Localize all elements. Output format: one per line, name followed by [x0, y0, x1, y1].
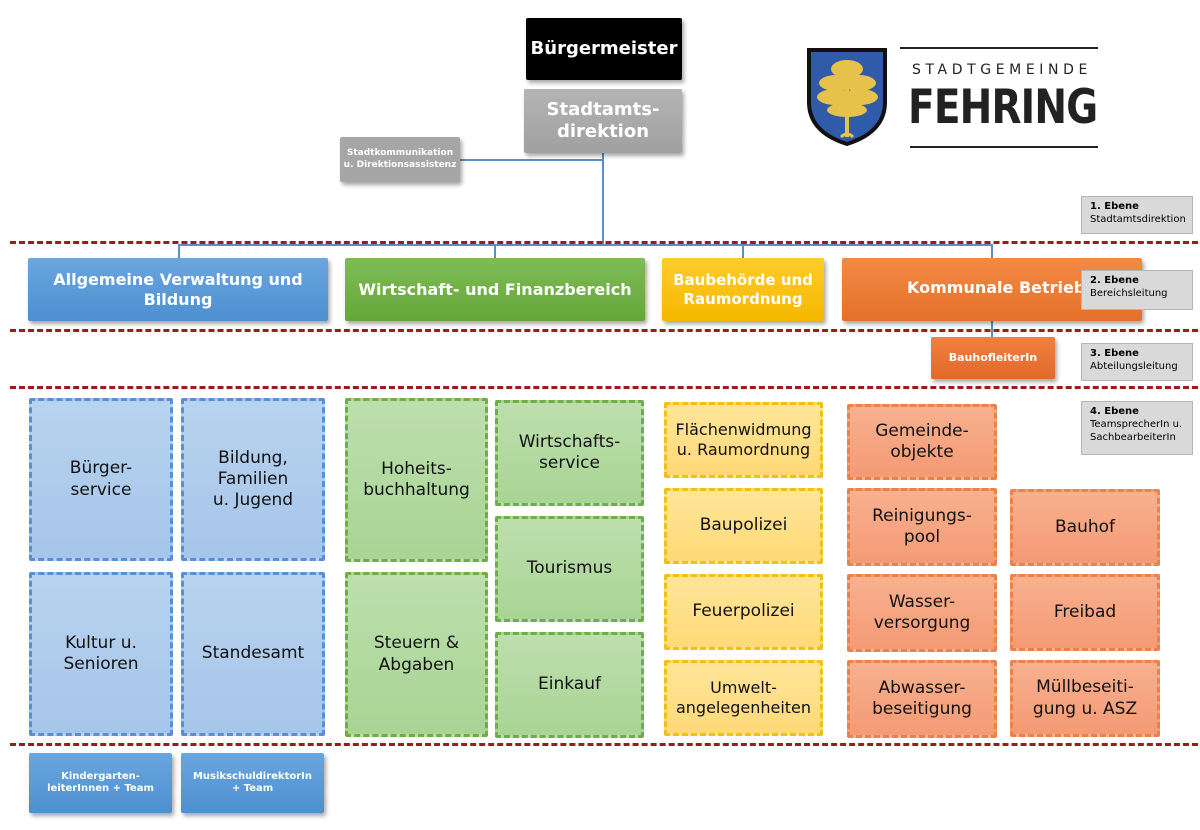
separator-3: [10, 386, 1198, 389]
musikschule-box: MusikschuldirektorIn + Team: [181, 753, 324, 813]
unit-umwelt: Umwelt- angelegenheiten: [664, 660, 823, 736]
level-1-number: 1. Ebene: [1090, 201, 1139, 212]
unit-flaechenwidmung-label: Flächenwidmung u. Raumordnung: [675, 420, 812, 459]
level-2-number: 2. Ebene: [1090, 275, 1139, 286]
unit-steuern-label: Steuern & Abgaben: [373, 633, 460, 675]
level-2-desc: Bereichsleitung: [1090, 288, 1168, 299]
unit-gemeindeobjekte-label: Gemeinde- objekte: [875, 420, 969, 462]
level-3-number: 3. Ebene: [1090, 348, 1139, 359]
unit-muellbeseitigung-label: Müllbeseiti- gung u. ASZ: [1032, 677, 1138, 719]
level-4-number: 4. Ebene: [1090, 406, 1139, 417]
connector-horizontal-departments: [178, 244, 993, 246]
department-wirtschaft: Wirtschaft- und Finanzbereich: [345, 258, 645, 321]
department-verwaltung-label: Allgemeine Verwaltung und Bildung: [53, 269, 303, 309]
unit-feuerpolizei: Feuerpolizei: [664, 574, 823, 650]
unit-wasserversorgung: Wasser- versorgung: [847, 574, 997, 652]
kindergarten-box: Kindergarten- leiterInnen + Team: [29, 753, 172, 813]
department-verwaltung: Allgemeine Verwaltung und Bildung: [28, 258, 328, 321]
unit-kultur-label: Kultur u. Senioren: [63, 632, 139, 674]
department-bau: Baubehörde und Raumordnung: [662, 258, 824, 321]
level-1-desc: Stadtamtsdirektion: [1090, 214, 1186, 225]
connector-drop-bau: [742, 244, 744, 258]
unit-hoheitsbuchhaltung-label: Hoheits- buchhaltung: [363, 458, 470, 500]
unit-kultur: Kultur u. Senioren: [29, 572, 173, 736]
logo-rule-top: [900, 47, 1098, 49]
unit-einkauf-label: Einkauf: [538, 674, 601, 695]
unit-feuerpolizei-label: Feuerpolizei: [692, 601, 795, 622]
connector-drop-kommunal: [991, 244, 993, 258]
unit-abwasser: Abwasser- beseitigung: [847, 660, 997, 738]
musikschule-label: MusikschuldirektorIn + Team: [192, 770, 313, 795]
bauhofleiter-label: BauhofleiterIn: [948, 351, 1038, 365]
unit-steuern: Steuern & Abgaben: [345, 572, 488, 737]
unit-umwelt-label: Umwelt- angelegenheiten: [675, 678, 812, 717]
department-kommunal: Kommunale Betriebe: [842, 258, 1142, 321]
level-3-desc: Abteilungsleitung: [1090, 361, 1178, 372]
unit-gemeindeobjekte: Gemeinde- objekte: [847, 404, 997, 480]
unit-bauhof-label: Bauhof: [1054, 516, 1115, 537]
unit-baupolizei-label: Baupolizei: [699, 515, 788, 536]
connector-assistant: [460, 159, 603, 161]
logo-rule-bottom: [910, 146, 1098, 148]
unit-wirtschaftsservice-label: Wirtschafts- service: [518, 431, 621, 473]
level-label-4: 4. Ebene TeamsprecherIn u. Sachbearbeite…: [1081, 401, 1193, 455]
level-label-2: 2. Ebene Bereichsleitung: [1081, 270, 1193, 310]
level-4-desc: TeamsprecherIn u. SachbearbeiterIn: [1090, 419, 1183, 443]
logo-title: FEHRING: [908, 80, 1098, 135]
bauhofleiter-box: BauhofleiterIn: [931, 337, 1055, 379]
unit-freibad-label: Freibad: [1053, 601, 1117, 622]
department-wirtschaft-label: Wirtschaft- und Finanzbereich: [358, 279, 632, 299]
unit-reinigungspool: Reinigungs- pool: [847, 488, 997, 566]
unit-bildung-label: Bildung, Familien u. Jugend: [212, 447, 294, 511]
assistant-box: Stadtkommunikation u. Direktionsassisten…: [340, 137, 460, 182]
direction-label: Stadtamts- direktion: [546, 98, 660, 143]
unit-einkauf: Einkauf: [495, 632, 644, 738]
unit-bauhof: Bauhof: [1010, 489, 1160, 566]
unit-tourismus-label: Tourismus: [526, 558, 613, 579]
unit-reinigungspool-label: Reinigungs- pool: [872, 505, 972, 547]
separator-1: [10, 241, 1198, 244]
logo-subtitle: STADTGEMEINDE: [912, 62, 1092, 78]
coat-of-arms-icon: [807, 48, 887, 147]
connector-drop-verwaltung: [178, 244, 180, 258]
assistant-label: Stadtkommunikation u. Direktionsassisten…: [343, 148, 457, 170]
unit-standesamt-label: Standesamt: [201, 643, 305, 664]
kindergarten-label: Kindergarten- leiterInnen + Team: [47, 770, 154, 795]
unit-hoheitsbuchhaltung: Hoheits- buchhaltung: [345, 398, 488, 562]
level-label-1: 1. Ebene Stadtamtsdirektion: [1081, 196, 1193, 234]
mayor-box: Bürgermeister: [526, 18, 682, 80]
unit-flaechenwidmung: Flächenwidmung u. Raumordnung: [664, 402, 823, 478]
unit-tourismus: Tourismus: [495, 516, 644, 622]
unit-buergerservice-label: Bürger- service: [69, 458, 133, 500]
connector-drop-wirtschaft: [494, 244, 496, 258]
unit-abwasser-label: Abwasser- beseitigung: [872, 677, 972, 719]
direction-box: Stadtamts- direktion: [524, 89, 682, 153]
mayor-label: Bürgermeister: [530, 37, 678, 59]
unit-baupolizei: Baupolizei: [664, 488, 823, 564]
connector-vertical-main: [602, 152, 604, 244]
unit-wirtschaftsservice: Wirtschafts- service: [495, 400, 644, 506]
unit-freibad: Freibad: [1010, 574, 1160, 651]
level-label-3: 3. Ebene Abteilungsleitung: [1081, 343, 1193, 381]
separator-4: [10, 743, 1198, 746]
unit-muellbeseitigung: Müllbeseiti- gung u. ASZ: [1010, 660, 1160, 737]
unit-standesamt: Standesamt: [181, 572, 325, 736]
separator-2: [10, 329, 1198, 332]
department-bau-label: Baubehörde und Raumordnung: [673, 270, 813, 308]
unit-buergerservice: Bürger- service: [29, 398, 173, 561]
coat-of-arms-logo: [806, 47, 888, 147]
department-kommunal-label: Kommunale Betriebe: [907, 278, 1097, 297]
unit-bildung: Bildung, Familien u. Jugend: [181, 398, 325, 561]
unit-wasserversorgung-label: Wasser- versorgung: [873, 591, 971, 633]
